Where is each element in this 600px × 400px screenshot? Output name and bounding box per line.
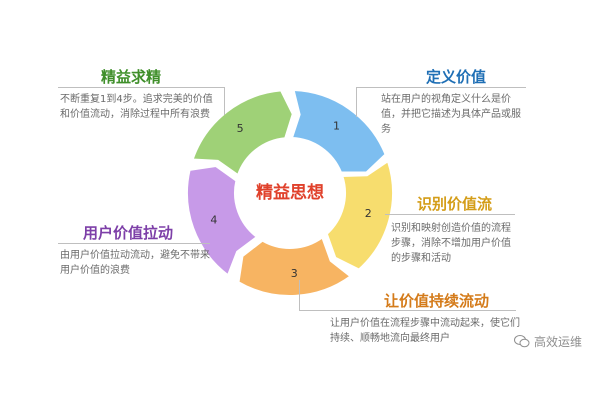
step-1-connector [356,87,357,117]
step-3-connector [299,280,300,310]
step-1-description: 站在用户的视角定义什么是价值，并把它描述为具体产品或服务 [381,94,521,135]
cycle-segment-1 [290,89,387,174]
step-5-rule [58,87,225,88]
center-label: 精益思想 [256,182,324,203]
step-4-rule [58,243,210,244]
segment-number-4: 4 [210,214,217,227]
step-3-title: 让价值持续流动 [384,292,490,310]
step-3-description: 让用户价值在流程步骤中流动起来，使它们持续、顺畅地流向最终用户 [330,318,520,344]
segment-number-5: 5 [237,122,244,135]
cycle-segment-5 [191,89,294,177]
step-5-connector [224,87,225,115]
step-4-title: 用户价值拉动 [83,224,174,242]
segment-number-3: 3 [291,267,298,280]
step-2-description: 识别和映射创造价值的流程步骤，消除不增加用户价值的步骤和活动 [391,223,511,264]
segment-number-1: 1 [333,120,340,133]
step-1-rule [356,87,526,88]
step-1-title: 定义价值 [426,68,487,86]
segment-number-2: 2 [365,207,372,220]
step-5-description: 不断重复1到4步。追求完美的价值和价值流动，消除过程中所有浪费 [60,94,213,120]
step-4-description: 由用户价值拉动流动，避免不带来用户价值的浪费 [60,250,210,276]
step-2-rule [385,214,515,215]
cycle-segment-2 [325,159,394,271]
step-3-rule [299,310,516,311]
cycle-segment-3 [237,235,353,297]
watermark: 高效运维 [513,333,582,350]
step-2-title: 识别价值流 [417,195,493,213]
step-5-title: 精益求精 [101,68,162,86]
cycle-segment-4 [186,164,259,277]
wechat-icon [513,335,530,348]
watermark-text: 高效运维 [533,335,582,349]
